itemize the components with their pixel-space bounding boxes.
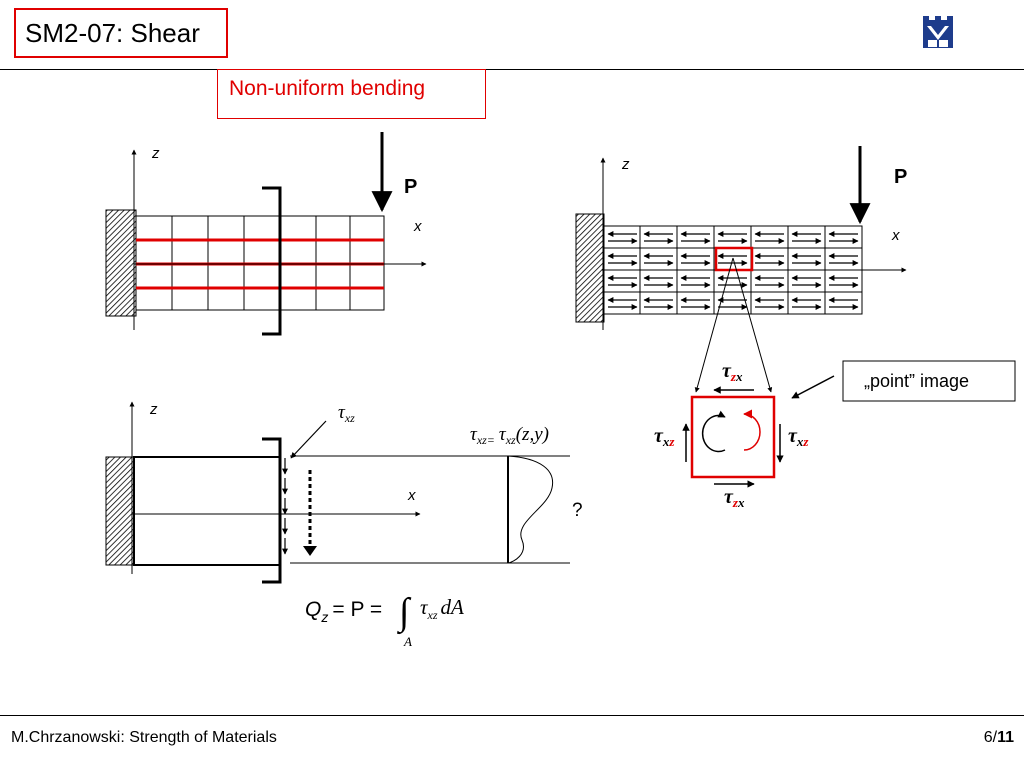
tau-xz-label: τxz [338,402,355,425]
footer-author: M.Chrzanowski: Strength of Materials [11,729,277,746]
z-axis-label: z [151,145,160,162]
selected-element-box [714,246,754,272]
wall-support [105,456,135,566]
university-logo-icon [923,16,953,48]
diagram-canvas: z x P z x [105,132,1016,649]
header-rule [0,69,1024,70]
element-square [690,395,776,479]
beam-body [133,456,281,566]
section-bracket [262,186,282,336]
x-axis-label: x [891,227,900,244]
tau-zx-bottom-label: τzx [724,486,745,510]
subtitle-box: Non-uniform bending [217,69,486,119]
tau-xz-left-label: τxz [654,425,675,449]
integral-sign: ∫ [397,591,412,635]
load-label: P [404,176,417,198]
beam-top-left: z x P [105,132,427,336]
distribution-curve [507,455,554,564]
resultant-arrow-head [303,546,317,556]
slide-title: SM2-07: Shear [14,8,228,58]
wall-support [575,213,605,323]
x-axis-label: x [413,218,422,235]
page-total: 11 [997,729,1014,746]
rotation-arc-left [701,410,726,453]
rotation-arc-right [743,409,761,451]
zoom-line-left [694,257,734,393]
footer-rule [0,715,1024,716]
callout-box [842,360,1016,402]
page-current: 6/ [983,729,998,746]
section-bracket [262,437,282,584]
beam-top-right: z x P [575,146,907,393]
distribution-formula: τxz=τxz(z,y) [470,424,549,447]
page-number: 6/11 [984,729,1014,747]
unknown-distribution-mark: ? [572,500,583,521]
callout-arrow [791,375,835,399]
formula-left: Qz= P = [305,598,382,625]
load-label: P [894,166,907,188]
callout-text: „point” image [864,371,969,391]
shear-arrow-field [607,231,859,310]
x-axis-label: x [407,487,416,504]
tau-pointer [290,420,327,459]
z-axis-label: z [621,156,630,173]
beam-bottom: z x ? τxz τxz=τxz(z,y) [105,401,583,584]
tau-xz-right-label: τxz [788,425,809,449]
point-element: τzx τxz τxz τzx „point” image [654,360,1016,510]
tau-zx-top-label: τzx [722,360,743,384]
zoom-line-right [732,257,773,393]
integral-limit: A [403,634,412,649]
wall-support [105,209,137,317]
z-axis-label: z [149,401,158,418]
